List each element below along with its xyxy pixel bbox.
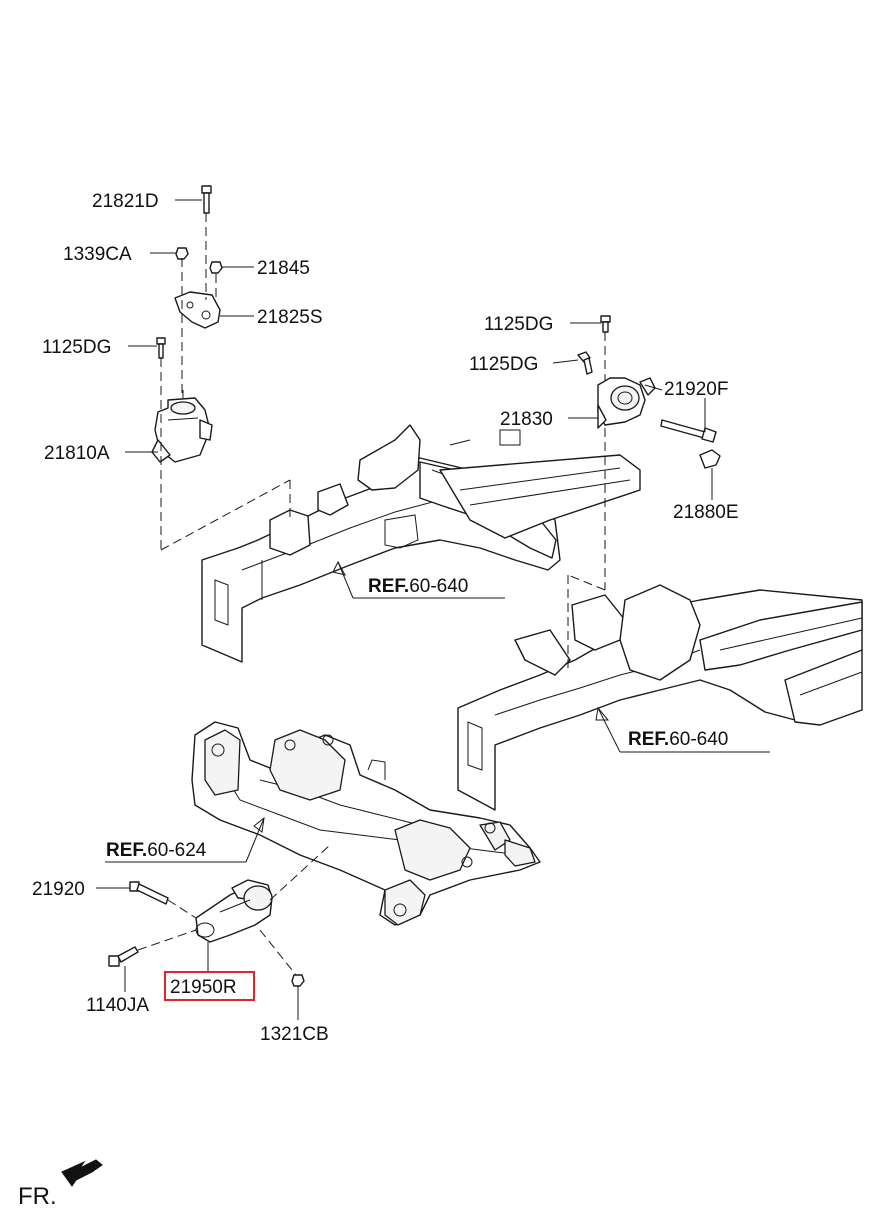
ref-right-number: 60-640 [669, 729, 728, 750]
mount-21830 [597, 377, 656, 429]
label-21810A: 21810A [44, 443, 110, 464]
bolt-21920 [129, 881, 169, 905]
front-direction-label: FR. [18, 1183, 57, 1210]
cover-21880E [699, 449, 721, 469]
label-1339CA: 1339CA [63, 244, 132, 265]
label-1125DG-left: 1125DG [42, 337, 111, 358]
nut-21845 [209, 261, 223, 274]
label-21950R: 21950R [170, 977, 237, 998]
ref-right-prefix: REF. [628, 729, 669, 750]
label-21821D: 21821D [92, 191, 159, 212]
mount-21810A [151, 390, 213, 463]
nut-1339CA [175, 247, 189, 260]
bracket-21825S [174, 291, 221, 329]
ref-upper-prefix: REF. [368, 576, 409, 597]
ref-subframe-prefix: REF. [106, 840, 147, 861]
label-21920F: 21920F [664, 379, 728, 400]
subframe [191, 721, 541, 926]
label-21920: 21920 [32, 879, 85, 900]
upper-long-rail [439, 429, 641, 539]
ref-subframe-number: 60-624 [147, 840, 207, 861]
bolt-1125DG-mid [577, 351, 593, 375]
left-frame-rail [201, 424, 561, 663]
front-arrow-icon [61, 1159, 103, 1187]
right-frame-rail [457, 584, 863, 811]
nut-1321CB [291, 974, 305, 987]
bolt-1125DG-upper [600, 315, 611, 333]
ref-right: REF.60-640 [628, 729, 728, 750]
bolt-1140JA [108, 946, 139, 967]
leader-lines [96, 199, 770, 1020]
label-21845: 21845 [257, 258, 310, 279]
ref-upper-number: 60-640 [409, 576, 468, 597]
label-1321CB: 1321CB [260, 1024, 329, 1045]
alignment-lines [137, 213, 606, 976]
ref-subframe: REF.60-624 [106, 840, 207, 861]
mount-21950R [195, 879, 273, 943]
label-21880E: 21880E [673, 502, 739, 523]
highlight-box-21950R [164, 971, 255, 1001]
bolt-1125DG-left [156, 337, 166, 359]
label-1140JA: 1140JA [86, 995, 149, 1016]
bolt-21821D [201, 185, 212, 214]
bolt-21920F [660, 419, 717, 443]
ref-upper: REF.60-640 [368, 576, 468, 597]
label-21830: 21830 [500, 409, 553, 430]
label-1125DG-mid: 1125DG [469, 354, 538, 375]
label-1125DG-upper: 1125DG [484, 314, 553, 335]
label-21825S: 21825S [257, 307, 323, 328]
front-direction-indicator: FR. [18, 1159, 103, 1210]
